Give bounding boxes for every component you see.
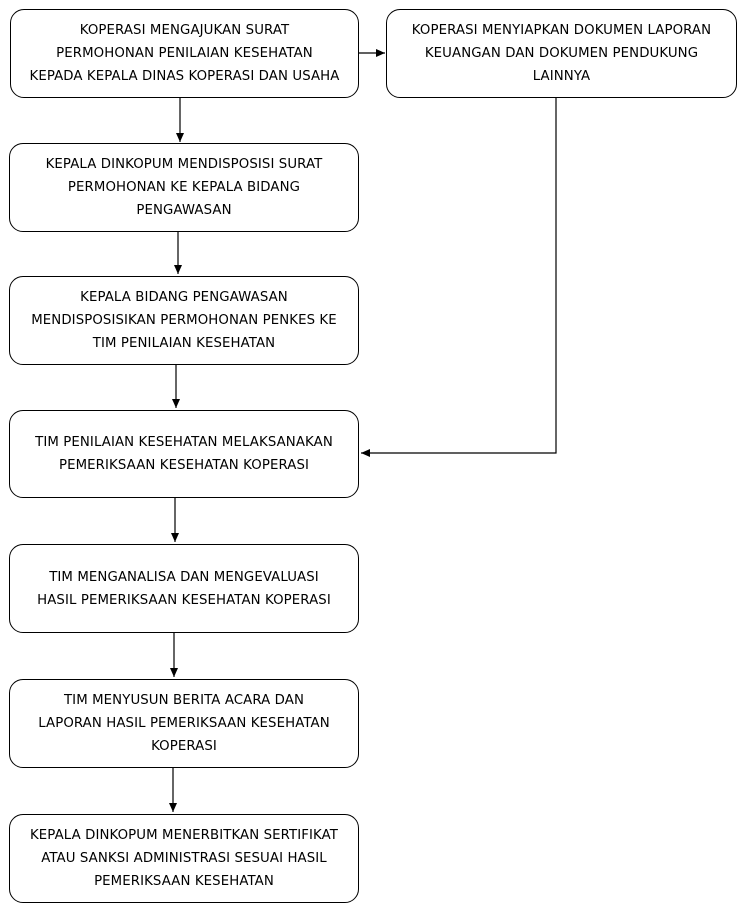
flow-step-1: KOPERASI MENGAJUKAN SURAT PERMOHONAN PEN… [10,9,359,98]
flow-step-4: TIM PENILAIAN KESEHATAN MELAKSANAKAN PEM… [9,410,359,498]
flow-step-7: KEPALA DINKOPUM MENERBITKAN SERTIFIKAT A… [9,814,359,903]
flow-step-5: TIM MENGANALISA DAN MENGEVALUASI HASIL P… [9,544,359,633]
flow-step-side: KOPERASI MENYIAPKAN DOKUMEN LAPORAN KEUA… [386,9,737,98]
flow-step-3: KEPALA BIDANG PENGAWASAN MENDISPOSISIKAN… [9,276,359,365]
flow-step-6: TIM MENYUSUN BERITA ACARA DAN LAPORAN HA… [9,679,359,768]
flow-step-2: KEPALA DINKOPUM MENDISPOSISI SURAT PERMO… [9,143,359,232]
arrow-side-to-step4 [361,98,557,457]
